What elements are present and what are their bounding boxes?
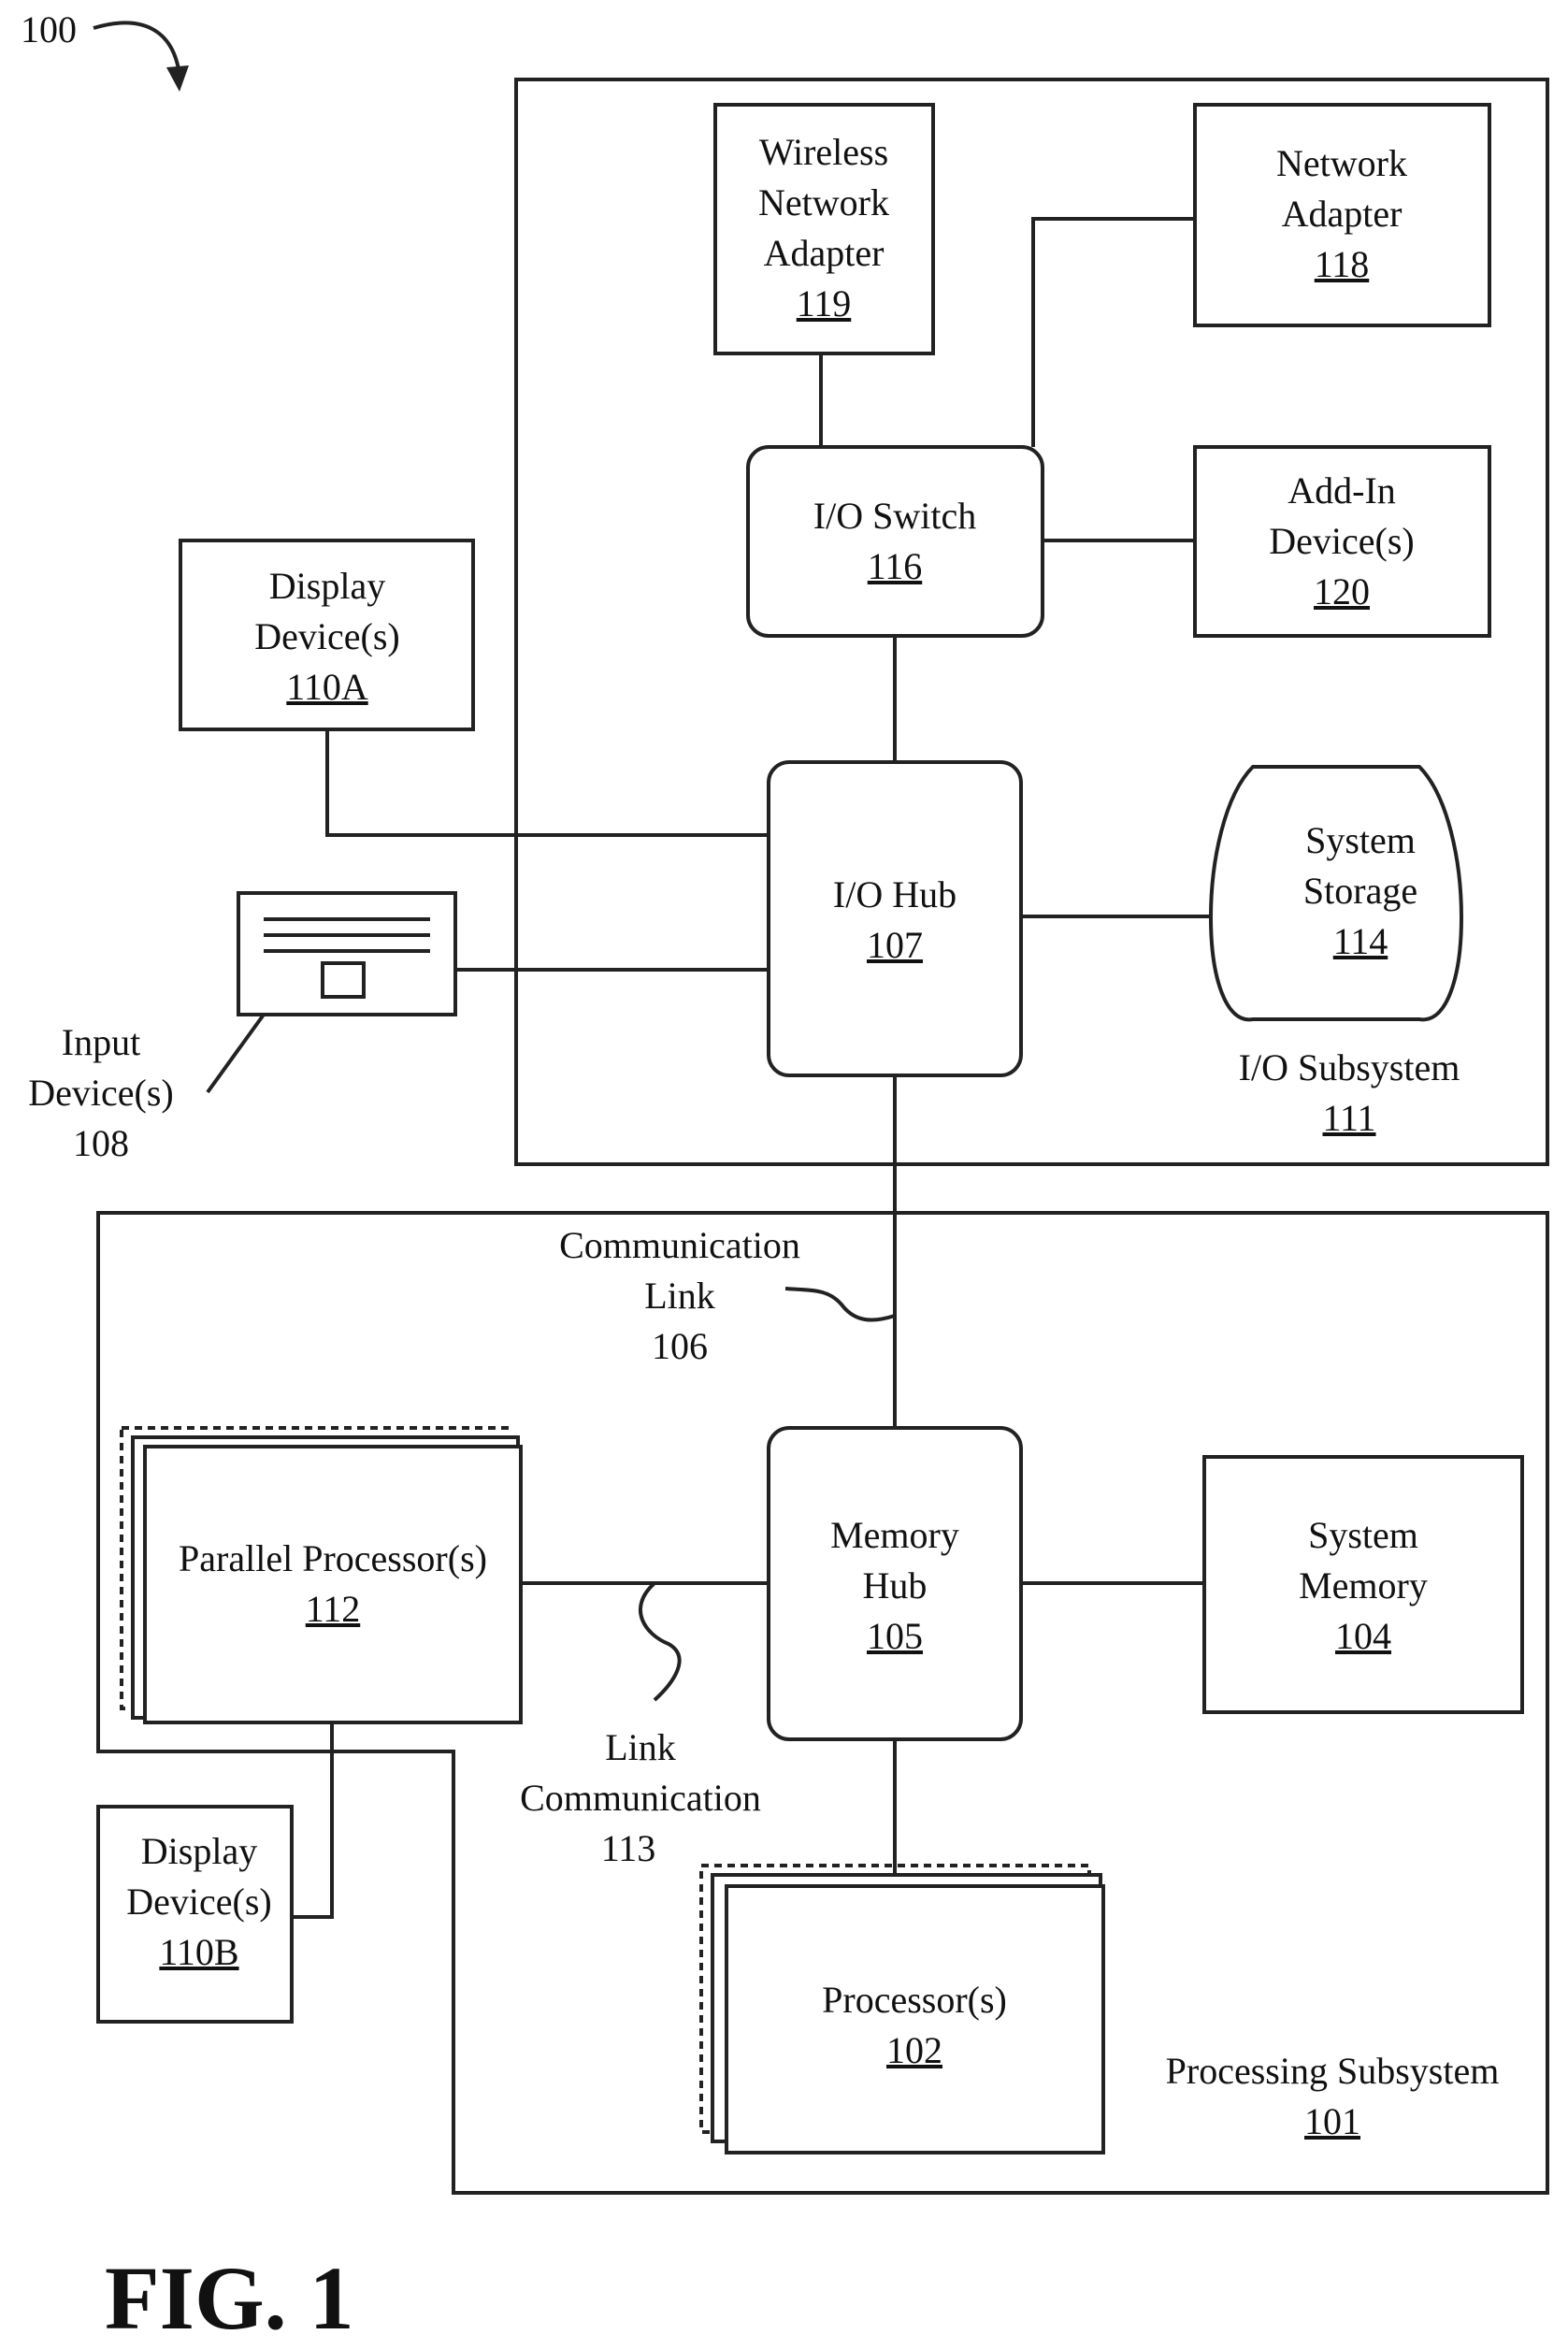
network-adapter-line2: Adapter: [1282, 193, 1403, 235]
wire-switch-to-network-adapter: [1033, 219, 1195, 447]
display-device-110a-block: Display Device(s) 110A: [180, 540, 473, 729]
io-switch-block: I/O Switch 116: [748, 447, 1043, 636]
system-memory-block: System Memory 104: [1204, 1457, 1522, 1712]
figure-number-text: 100: [21, 8, 77, 50]
display-110a-line1: Display: [269, 565, 385, 607]
wireless-adapter-ref: 119: [797, 282, 852, 324]
display-110a-line2: Device(s): [254, 615, 399, 657]
io-switch-label: I/O Switch: [813, 495, 976, 537]
addin-device-ref: 120: [1314, 570, 1370, 612]
network-adapter-line1: Network: [1276, 142, 1407, 184]
link-comm-line1: Link: [605, 1726, 676, 1768]
system-memory-line2: Memory: [1299, 1564, 1428, 1607]
display-110b-line1: Display: [141, 1830, 257, 1872]
io-hub-ref: 107: [867, 924, 923, 966]
link-comm-ref: 113: [601, 1827, 656, 1869]
memory-hub-line1: Memory: [830, 1514, 959, 1556]
parallel-processor-label: Parallel Processor(s): [179, 1537, 487, 1579]
io-switch-ref: 116: [868, 545, 923, 587]
leader-link-communication: [640, 1583, 680, 1700]
comm-link-line1: Communication: [559, 1224, 800, 1266]
wireless-network-adapter-block: Wireless Network Adapter 119: [715, 105, 933, 353]
wireless-adapter-line3: Adapter: [764, 232, 885, 274]
addin-device-line1: Add-In: [1287, 469, 1396, 512]
io-hub-block: I/O Hub 107: [769, 762, 1021, 1075]
processor-ref: 102: [886, 2029, 942, 2071]
io-subsystem-name: I/O Subsystem: [1239, 1046, 1460, 1088]
comm-link-ref: 106: [652, 1325, 708, 1367]
processor-block: Processor(s) 102: [701, 1866, 1103, 2153]
figure-number-arrowhead: [166, 65, 189, 92]
display-device-110b-block: Display Device(s) 110B: [98, 1807, 292, 2022]
processing-subsystem-name: Processing Subsystem: [1166, 2050, 1500, 2092]
wireless-adapter-line2: Network: [758, 181, 889, 223]
processor-label: Processor(s): [822, 1979, 1007, 2021]
input-device-ref: 108: [73, 1122, 129, 1164]
processing-subsystem-ref: 101: [1304, 2100, 1360, 2142]
memory-hub-block: Memory Hub 105: [769, 1428, 1021, 1739]
system-memory-line1: System: [1308, 1514, 1418, 1556]
wire-display110a-to-hub: [327, 729, 769, 835]
parallel-processor-ref: 112: [306, 1588, 361, 1630]
link-comm-line2: Communication: [520, 1777, 761, 1819]
system-storage-block: System Storage 114: [1211, 767, 1461, 1019]
io-subsystem-ref: 111: [1322, 1097, 1375, 1139]
io-hub-label: I/O Hub: [833, 873, 957, 915]
wireless-adapter-line1: Wireless: [759, 131, 888, 173]
figure-number-label: 100: [21, 8, 189, 92]
input-device-icon: [238, 893, 455, 1015]
input-device-line2: Device(s): [28, 1072, 173, 1114]
system-storage-line1: System: [1305, 819, 1416, 861]
leader-communication-link: [785, 1289, 895, 1320]
system-storage-line2: Storage: [1303, 870, 1417, 912]
addin-device-block: Add-In Device(s) 120: [1195, 447, 1489, 636]
figure-caption: FIG. 1: [105, 2248, 354, 2348]
memory-hub-ref: 105: [867, 1615, 923, 1657]
parallel-processor-stack-front: [145, 1447, 521, 1722]
display-110b-ref: 110B: [159, 1931, 238, 1973]
network-adapter-ref: 118: [1315, 243, 1370, 285]
comm-link-line2: Link: [644, 1275, 715, 1317]
system-memory-ref: 104: [1335, 1615, 1391, 1657]
figure-number-arrow: [94, 22, 180, 75]
addin-device-line2: Device(s): [1269, 520, 1414, 562]
display-110a-ref: 110A: [286, 666, 368, 708]
leader-input-device: [208, 1015, 264, 1092]
display-110b-line2: Device(s): [126, 1881, 271, 1923]
network-adapter-block: Network Adapter 118: [1195, 105, 1489, 325]
system-storage-ref: 114: [1333, 920, 1388, 962]
parallel-processor-block: Parallel Processor(s) 112: [122, 1428, 521, 1722]
input-device-line1: Input: [62, 1021, 140, 1063]
memory-hub-line2: Hub: [863, 1564, 928, 1607]
